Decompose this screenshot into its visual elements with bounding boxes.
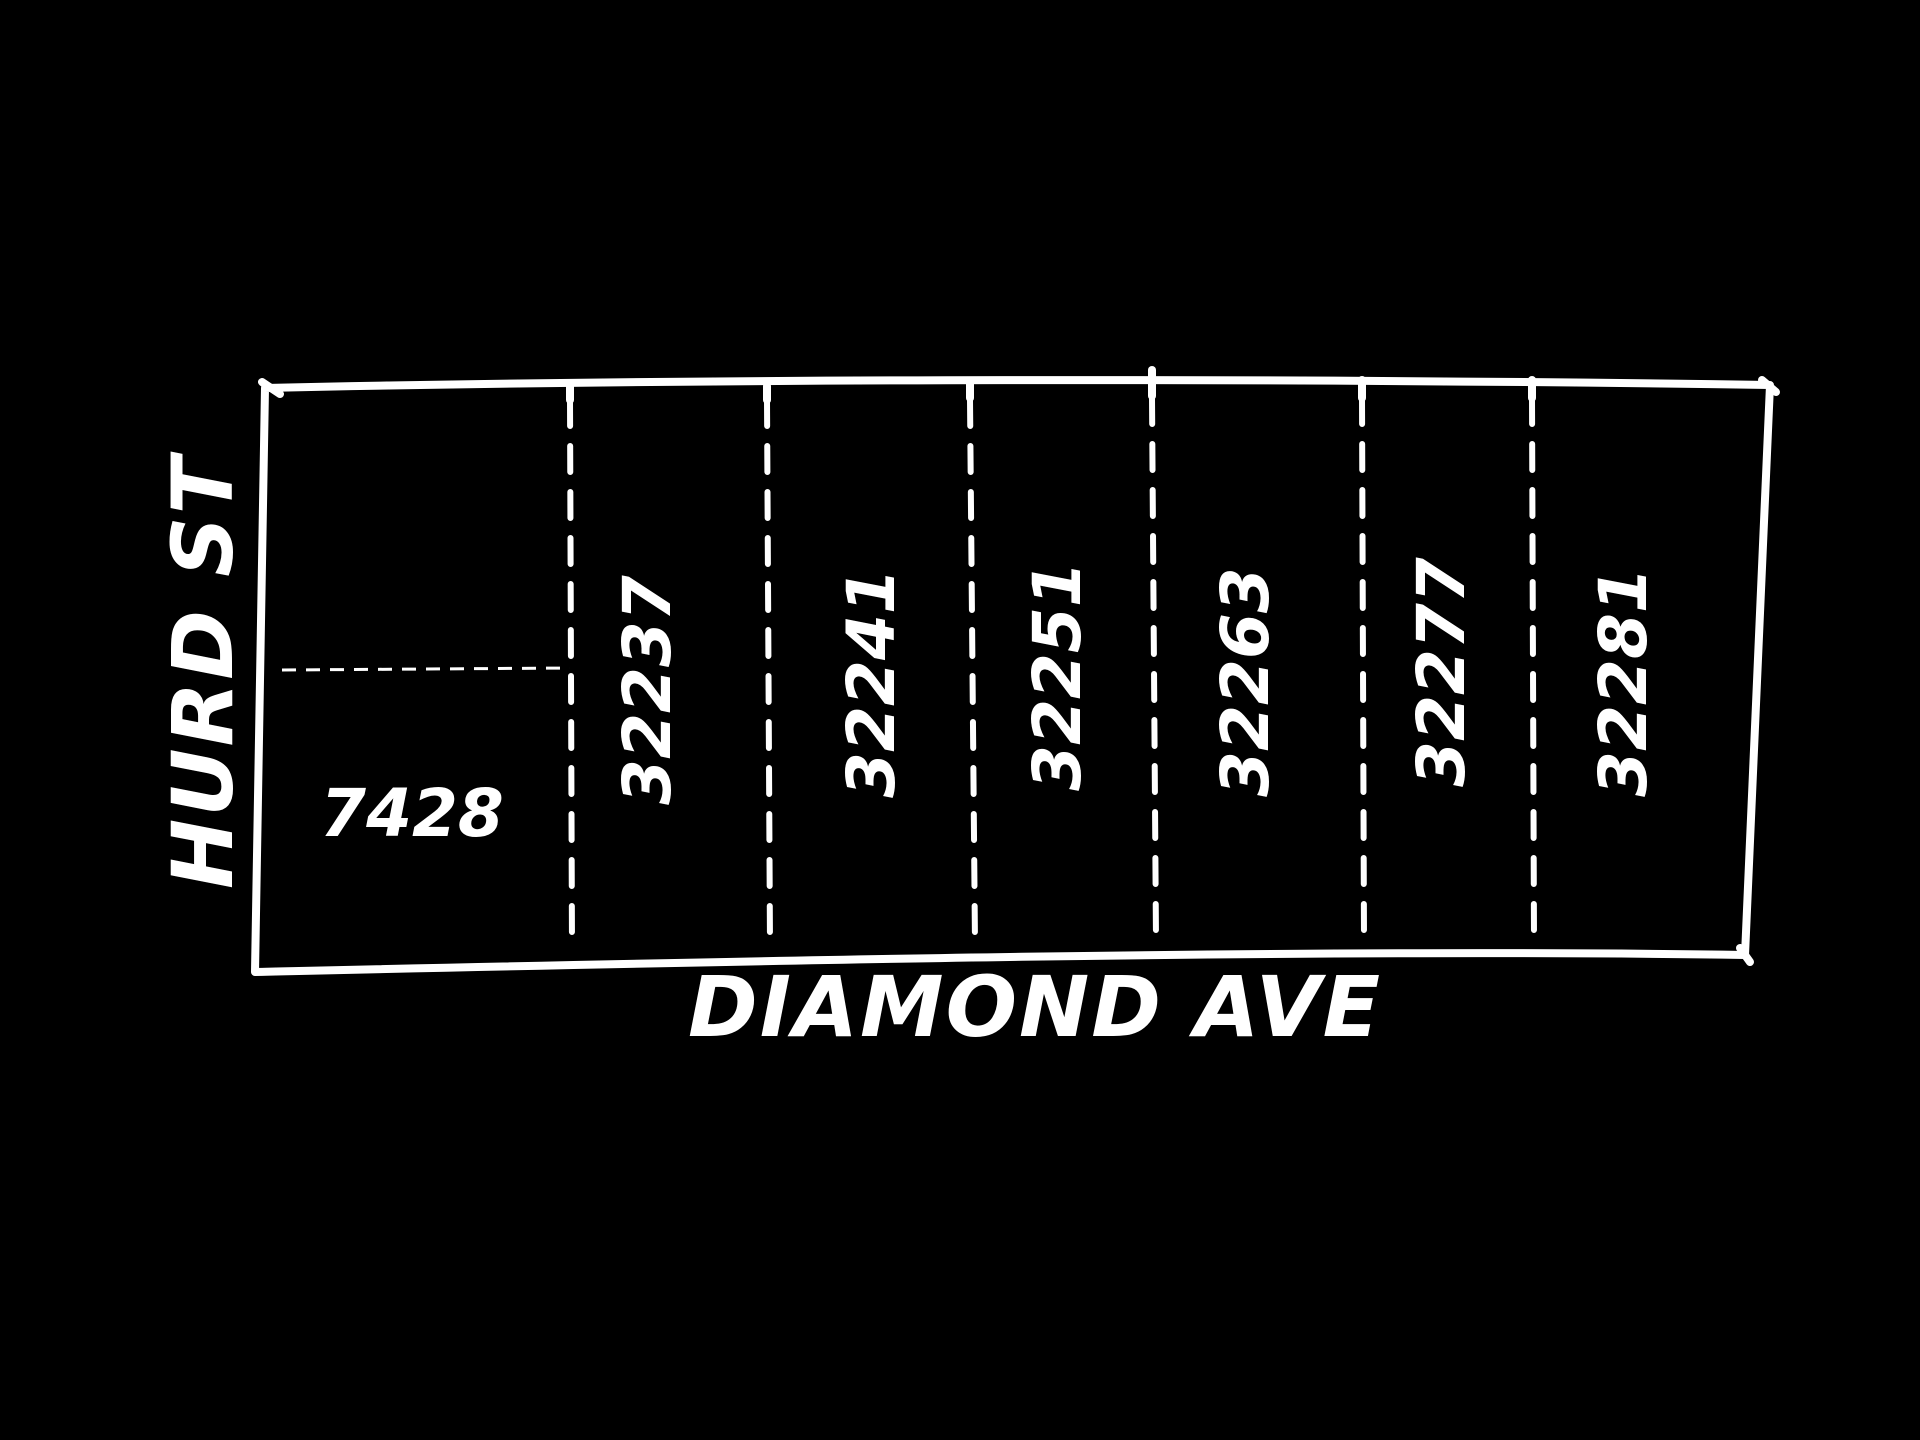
- corner-tick-top-right: [1758, 376, 1780, 396]
- lot-label: 32241: [833, 568, 910, 798]
- lot-divider: [567, 397, 575, 953]
- lot-label: 32277: [1403, 557, 1480, 787]
- street-label-hurd-st: HURD ST: [154, 451, 252, 889]
- lot-divider: [1149, 395, 1159, 943]
- corner-lot-split: [281, 666, 571, 672]
- lot-divider: [1359, 395, 1367, 943]
- street-label-diamond-ave: DIAMOND AVE: [688, 958, 1382, 1056]
- corner-lot-label: 7428: [320, 775, 504, 852]
- lot-label: 32251: [1019, 561, 1096, 791]
- lot-divider: [967, 397, 978, 947]
- lot-label: 32263: [1207, 567, 1284, 797]
- corner-tick-bottom-right: [1736, 944, 1754, 966]
- lot-label: 32237: [609, 575, 686, 805]
- lot-label: 32281: [1585, 567, 1662, 797]
- lot-divider: [1529, 395, 1537, 943]
- lot-divider: [764, 397, 773, 949]
- block-outline: [251, 376, 1774, 976]
- corner-tick-top-left: [258, 378, 284, 398]
